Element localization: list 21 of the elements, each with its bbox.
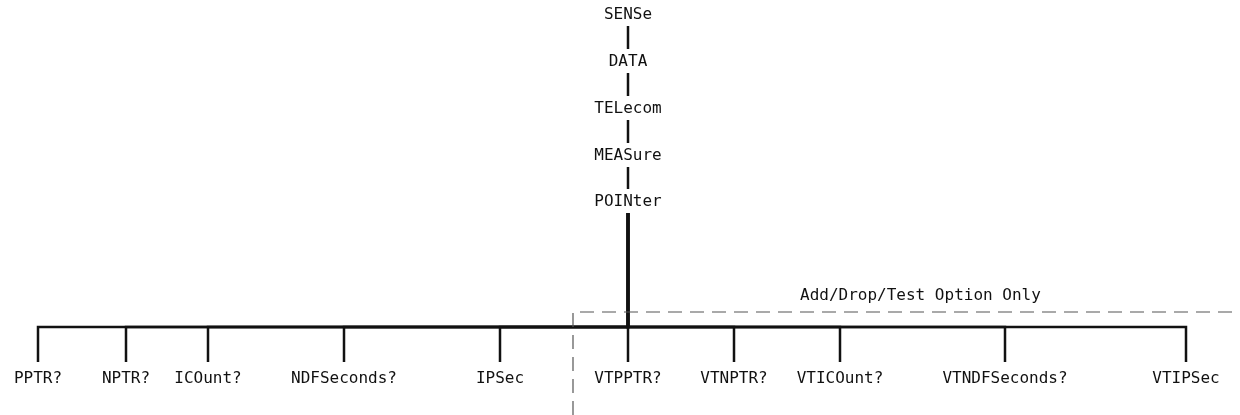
command-label: VTICOunt? [796, 368, 884, 388]
command-label: VTIPSec [1152, 368, 1220, 388]
connector-line [626, 73, 630, 96]
command-label: MEASure [594, 145, 662, 165]
command-label: IPSec [475, 368, 525, 388]
connector-line [626, 167, 630, 189]
command-label: POINter [594, 191, 662, 211]
command-label: SENSe [603, 4, 653, 24]
command-label: ICOunt? [174, 368, 242, 388]
region-label: Add/Drop/Test Option Only [800, 285, 1041, 305]
command-label: TELecom [594, 98, 662, 118]
connector-line [626, 26, 630, 49]
command-label: VTPPTR? [594, 368, 662, 388]
command-label: VTNDFSeconds? [942, 368, 1068, 388]
command-label: VTNPTR? [700, 368, 768, 388]
connector-line [626, 213, 1188, 362]
command-label: DATA [608, 51, 648, 71]
command-label: NPTR? [101, 368, 151, 388]
command-label: PPTR? [13, 368, 63, 388]
connector-line [626, 120, 630, 143]
command-label: NDFSeconds? [291, 368, 397, 388]
